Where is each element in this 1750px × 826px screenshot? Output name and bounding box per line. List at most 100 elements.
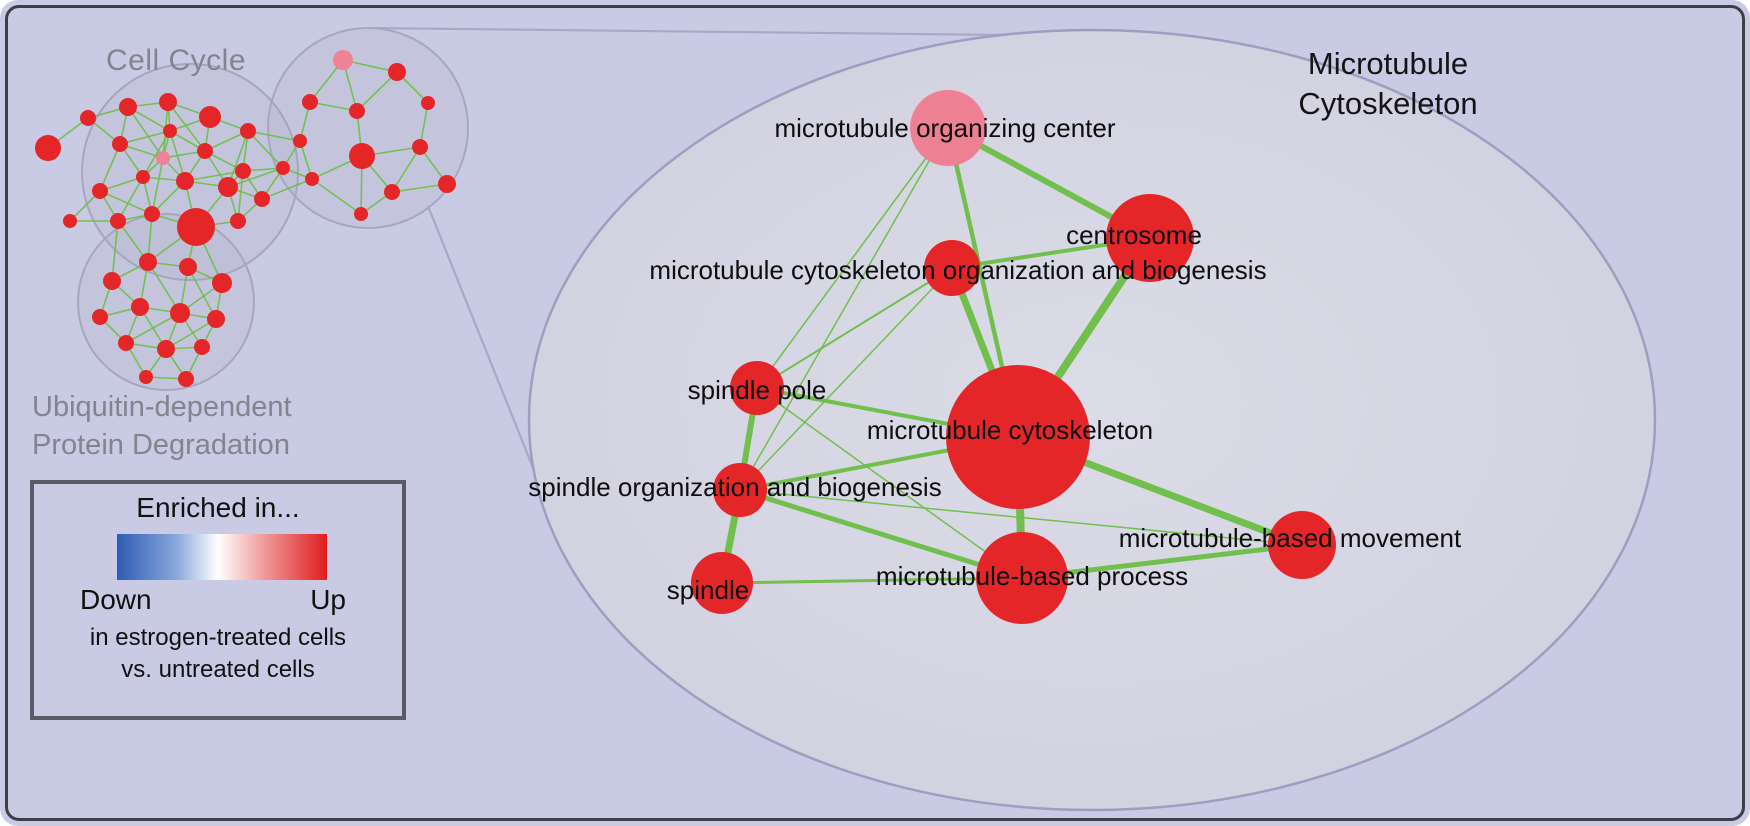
ubiquitin-cluster-label-line1: Ubiquitin-dependent bbox=[32, 391, 292, 423]
overview-node bbox=[110, 213, 126, 229]
overview-edge bbox=[391, 183, 448, 193]
overview-edge bbox=[187, 266, 217, 320]
cell-cycle-cluster-label: Cell Cycle bbox=[106, 44, 247, 77]
node-label-mbm: microtubule-based movement bbox=[1119, 523, 1462, 553]
edge-mbp-mbm bbox=[1021, 542, 1303, 581]
overview-node bbox=[212, 273, 232, 293]
node-mbm bbox=[1268, 511, 1336, 579]
legend-subtitle-line1: in estrogen-treated cells bbox=[89, 624, 347, 651]
edge-mcob-spindle_pole bbox=[756, 267, 953, 389]
overview-node bbox=[384, 184, 400, 200]
legend-down-label: Down bbox=[80, 584, 152, 615]
overview-edge bbox=[99, 190, 153, 215]
overview-node bbox=[119, 98, 137, 116]
overview-edge bbox=[147, 261, 181, 314]
overview-edge bbox=[184, 170, 244, 182]
legend-up-label: Up bbox=[310, 584, 346, 615]
overview-node bbox=[197, 143, 213, 159]
overview-node bbox=[240, 123, 256, 139]
overview-node bbox=[139, 253, 157, 271]
overview-edge bbox=[142, 130, 171, 178]
node-sob bbox=[713, 463, 767, 517]
edge-mcob-sob bbox=[739, 267, 953, 491]
overview-edge bbox=[99, 143, 121, 192]
edge-sob-mbp bbox=[739, 487, 1023, 581]
overview-node bbox=[438, 175, 456, 193]
overview-node bbox=[131, 298, 149, 316]
overview-node bbox=[103, 272, 121, 290]
node-mbp bbox=[976, 532, 1068, 624]
node-label-sob: spindle organization and biogenesis bbox=[528, 472, 941, 502]
edge-moc-sob bbox=[739, 127, 949, 491]
overview-edge bbox=[311, 178, 362, 215]
overview-node bbox=[159, 93, 177, 111]
overview-node bbox=[163, 124, 177, 138]
overview-edge bbox=[151, 157, 164, 215]
overview-edge bbox=[247, 130, 301, 142]
overview-edge bbox=[391, 146, 421, 193]
overview-node bbox=[157, 340, 175, 358]
overview-node bbox=[179, 258, 197, 276]
overview-node bbox=[35, 135, 61, 161]
overview-node bbox=[293, 134, 307, 148]
overview-node bbox=[230, 213, 246, 229]
overview-edge bbox=[165, 318, 217, 350]
overview-node bbox=[112, 136, 128, 152]
node-label-mcob: microtubule cytoskeleton organization an… bbox=[649, 255, 1266, 285]
legend-box: Enriched in... Down Up in estrogen-treat… bbox=[30, 480, 406, 720]
legend-title: Enriched in... bbox=[136, 492, 300, 523]
legend-gradient-bar bbox=[117, 534, 327, 580]
overview-node bbox=[421, 96, 435, 110]
overview-edge bbox=[247, 130, 284, 169]
overview-node bbox=[177, 208, 215, 246]
node-mcob bbox=[924, 240, 980, 296]
ubiquitin-cluster-label: Ubiquitin-dependent Protein Degradation bbox=[32, 388, 292, 464]
edge-spindle_pole-mbp bbox=[756, 387, 1023, 579]
node-label-mc: microtubule cytoskeleton bbox=[867, 415, 1153, 445]
overview-node bbox=[254, 191, 270, 207]
node-label-mbp: microtubule-based process bbox=[876, 561, 1188, 591]
overview-node bbox=[80, 110, 96, 126]
cluster-circles-group bbox=[77, 27, 469, 391]
cluster-circle bbox=[267, 27, 469, 229]
zoom-labels-group: microtubule organizing centercentrosomem… bbox=[528, 113, 1462, 605]
node-mc bbox=[946, 365, 1090, 509]
overview-node bbox=[139, 370, 153, 384]
overview-node bbox=[207, 310, 225, 328]
node-centrosome bbox=[1106, 194, 1194, 282]
node-moc bbox=[910, 90, 986, 166]
overview-node bbox=[388, 63, 406, 81]
overview-node bbox=[194, 339, 210, 355]
overview-node bbox=[305, 172, 319, 186]
overview-node bbox=[176, 172, 194, 190]
overview-edge bbox=[167, 101, 206, 152]
overview-node bbox=[333, 50, 353, 70]
edge-spindle-mbp bbox=[721, 576, 1023, 585]
overview-node bbox=[218, 177, 238, 197]
overview-node bbox=[412, 139, 428, 155]
node-label-spindle: spindle bbox=[667, 575, 749, 605]
overview-node bbox=[144, 206, 160, 222]
legend-subtitle-line2: vs. untreated cells bbox=[121, 656, 315, 683]
microtubule-cytoskeleton-title-line1: Microtubule bbox=[1307, 46, 1469, 81]
overview-edge bbox=[125, 312, 181, 344]
overview-edge bbox=[127, 106, 164, 159]
overview-node bbox=[199, 106, 221, 128]
overview-node bbox=[178, 371, 194, 387]
overview-node bbox=[156, 151, 170, 165]
overview-edge bbox=[261, 178, 313, 200]
overview-node bbox=[92, 309, 108, 325]
zoom-region-ellipse bbox=[527, 28, 1657, 812]
overview-node bbox=[170, 303, 190, 323]
node-label-centrosome: centrosome bbox=[1066, 220, 1202, 250]
overview-edge bbox=[237, 170, 244, 222]
overview-nodes-group bbox=[35, 50, 456, 387]
node-spindle bbox=[691, 552, 753, 614]
edge-moc-spindle_pole bbox=[756, 127, 949, 389]
microtubule-cytoskeleton-title: Microtubule Cytoskeleton bbox=[1268, 44, 1508, 124]
node-label-spindle_pole: spindle pole bbox=[688, 375, 827, 405]
overview-node bbox=[302, 94, 318, 110]
overview-node bbox=[118, 335, 134, 351]
